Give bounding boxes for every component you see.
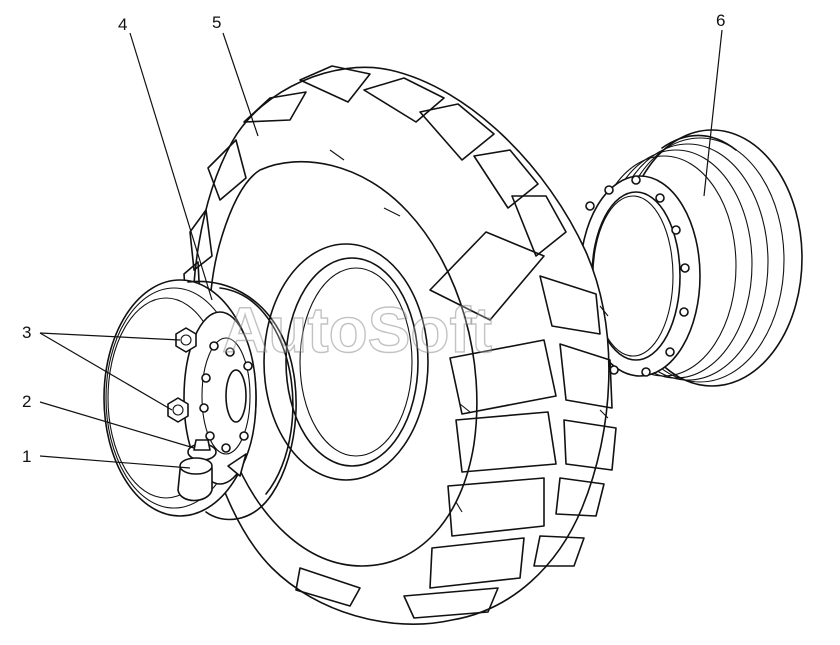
- washer: [187, 439, 217, 461]
- nut-lower: [167, 397, 189, 423]
- callout-4: 4: [118, 15, 127, 34]
- nut-upper: [175, 327, 197, 353]
- watermark: AutoSoft: [222, 294, 492, 366]
- hub-flange: [579, 129, 803, 387]
- callout-2: 2: [22, 392, 31, 411]
- flange-studs: [585, 175, 690, 377]
- callout-5: 5: [212, 13, 221, 32]
- callout-3: 3: [22, 323, 31, 342]
- rim-stud-holes: [199, 341, 253, 453]
- callout-labels: 1 2 3 4 5 6: [22, 11, 725, 466]
- leader-lines: [39, 29, 723, 469]
- tire: [183, 65, 617, 625]
- callout-6: 6: [716, 11, 725, 30]
- wheel-rim: [103, 279, 297, 521]
- callout-1: 1: [22, 447, 31, 466]
- bolt: [177, 457, 213, 502]
- fasteners: [167, 327, 217, 502]
